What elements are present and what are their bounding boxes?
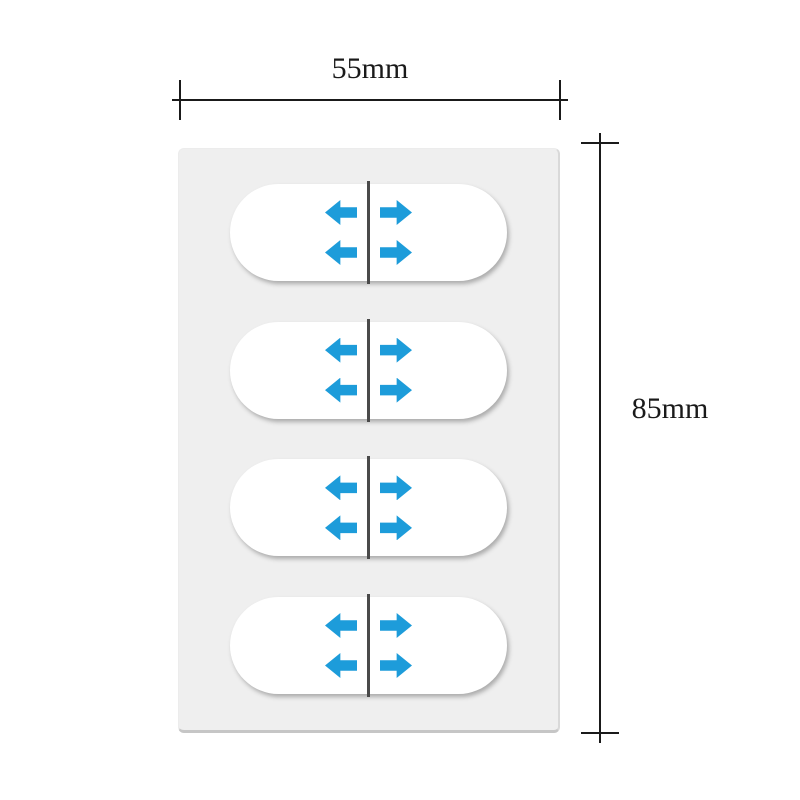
arrow-left-icon [325, 515, 357, 541]
center-split-line [367, 456, 370, 560]
width-dimension-label: 55mm [331, 52, 409, 85]
arrow-right-icon [380, 612, 412, 638]
height-dimension-bottom-tick [581, 732, 619, 734]
arrow-left-icon [325, 377, 357, 403]
arrow-right-icon [380, 200, 412, 225]
height-dimension-line [599, 133, 601, 743]
arrow-left-icon [325, 612, 357, 638]
sticker-pill [230, 318, 507, 422]
arrow-right-icon [380, 240, 412, 265]
center-split-line [367, 318, 370, 422]
arrow-left-icon [325, 240, 357, 265]
arrow-right-icon [380, 515, 412, 541]
sticker-pill [230, 456, 507, 560]
arrow-right-icon [380, 475, 412, 501]
arrow-left-icon [325, 475, 357, 501]
sticker-sheet [178, 148, 560, 733]
width-dimension-line [172, 99, 568, 101]
arrow-right-icon [380, 337, 412, 363]
height-dimension-top-tick [581, 142, 619, 144]
arrow-left-icon [325, 200, 357, 225]
arrow-left-icon [325, 337, 357, 363]
center-split-line [367, 593, 370, 697]
width-dimension-right-tick [559, 80, 561, 120]
height-dimension-label: 85mm [631, 392, 709, 425]
center-split-line [367, 181, 370, 284]
arrow-right-icon [380, 652, 412, 678]
sticker-pill [230, 181, 507, 284]
width-dimension-left-tick [179, 80, 181, 120]
arrow-left-icon [325, 652, 357, 678]
arrow-right-icon [380, 377, 412, 403]
sticker-pill [230, 593, 507, 697]
